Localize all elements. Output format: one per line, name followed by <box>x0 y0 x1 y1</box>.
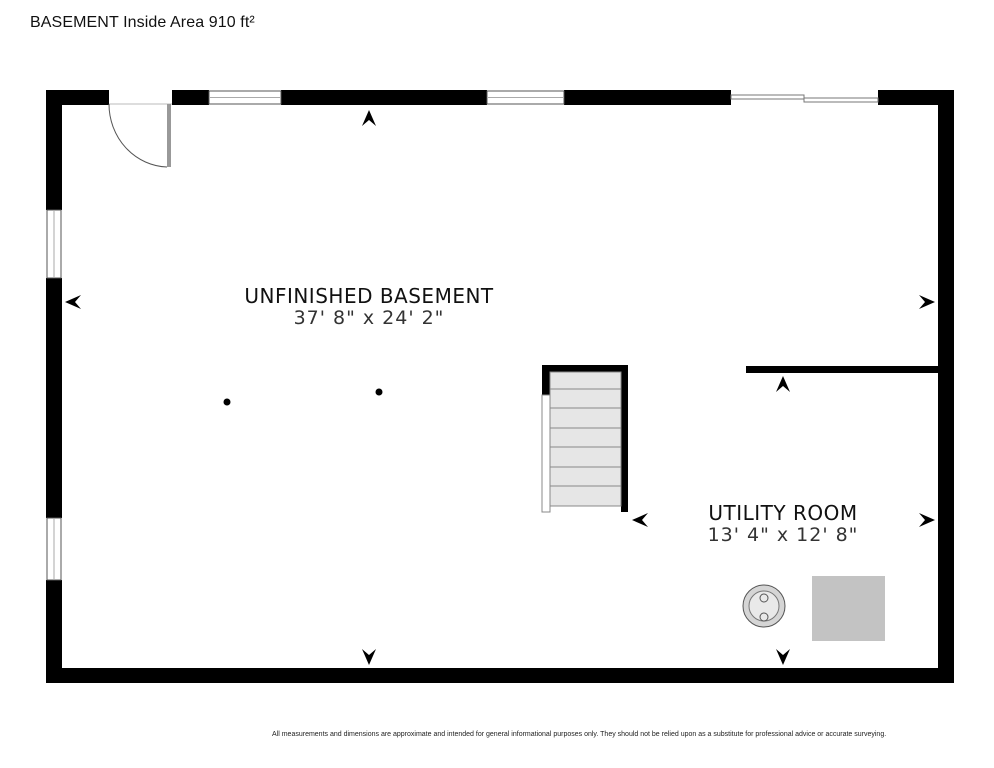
arrow-right-icon <box>919 513 935 527</box>
room-utility-room: UTILITY ROOM 13' 4" x 12' 8" <box>663 502 903 546</box>
arrow-up-icon <box>776 376 790 392</box>
disclaimer-text: All measurements and dimensions are appr… <box>272 731 887 738</box>
furnace-icon <box>812 576 885 641</box>
room-unfinished-basement: UNFINISHED BASEMENT 37' 8" x 24' 2" <box>219 285 519 329</box>
support-post <box>375 388 383 396</box>
exterior-walls <box>46 90 954 683</box>
dimension-arrows <box>65 110 935 665</box>
support-post <box>223 398 231 406</box>
arrow-down-icon <box>776 649 790 665</box>
arrow-left-icon <box>632 513 648 527</box>
arrow-up-icon <box>362 110 376 126</box>
room-dimensions: 37' 8" x 24' 2" <box>293 307 445 329</box>
arrow-left-icon <box>65 295 81 309</box>
water-heater-icon <box>742 584 786 628</box>
windows <box>46 90 565 581</box>
floor-title: BASEMENT Inside Area 910 ft² <box>30 14 255 31</box>
arrow-down-icon <box>362 649 376 665</box>
arrow-right-icon <box>919 295 935 309</box>
room-name: UNFINISHED BASEMENT <box>244 284 494 308</box>
swing-door <box>108 103 172 168</box>
sliding-door <box>730 94 879 103</box>
room-name: UTILITY ROOM <box>708 501 858 525</box>
room-dimensions: 13' 4" x 12' 8" <box>707 524 859 546</box>
staircase <box>541 365 628 513</box>
